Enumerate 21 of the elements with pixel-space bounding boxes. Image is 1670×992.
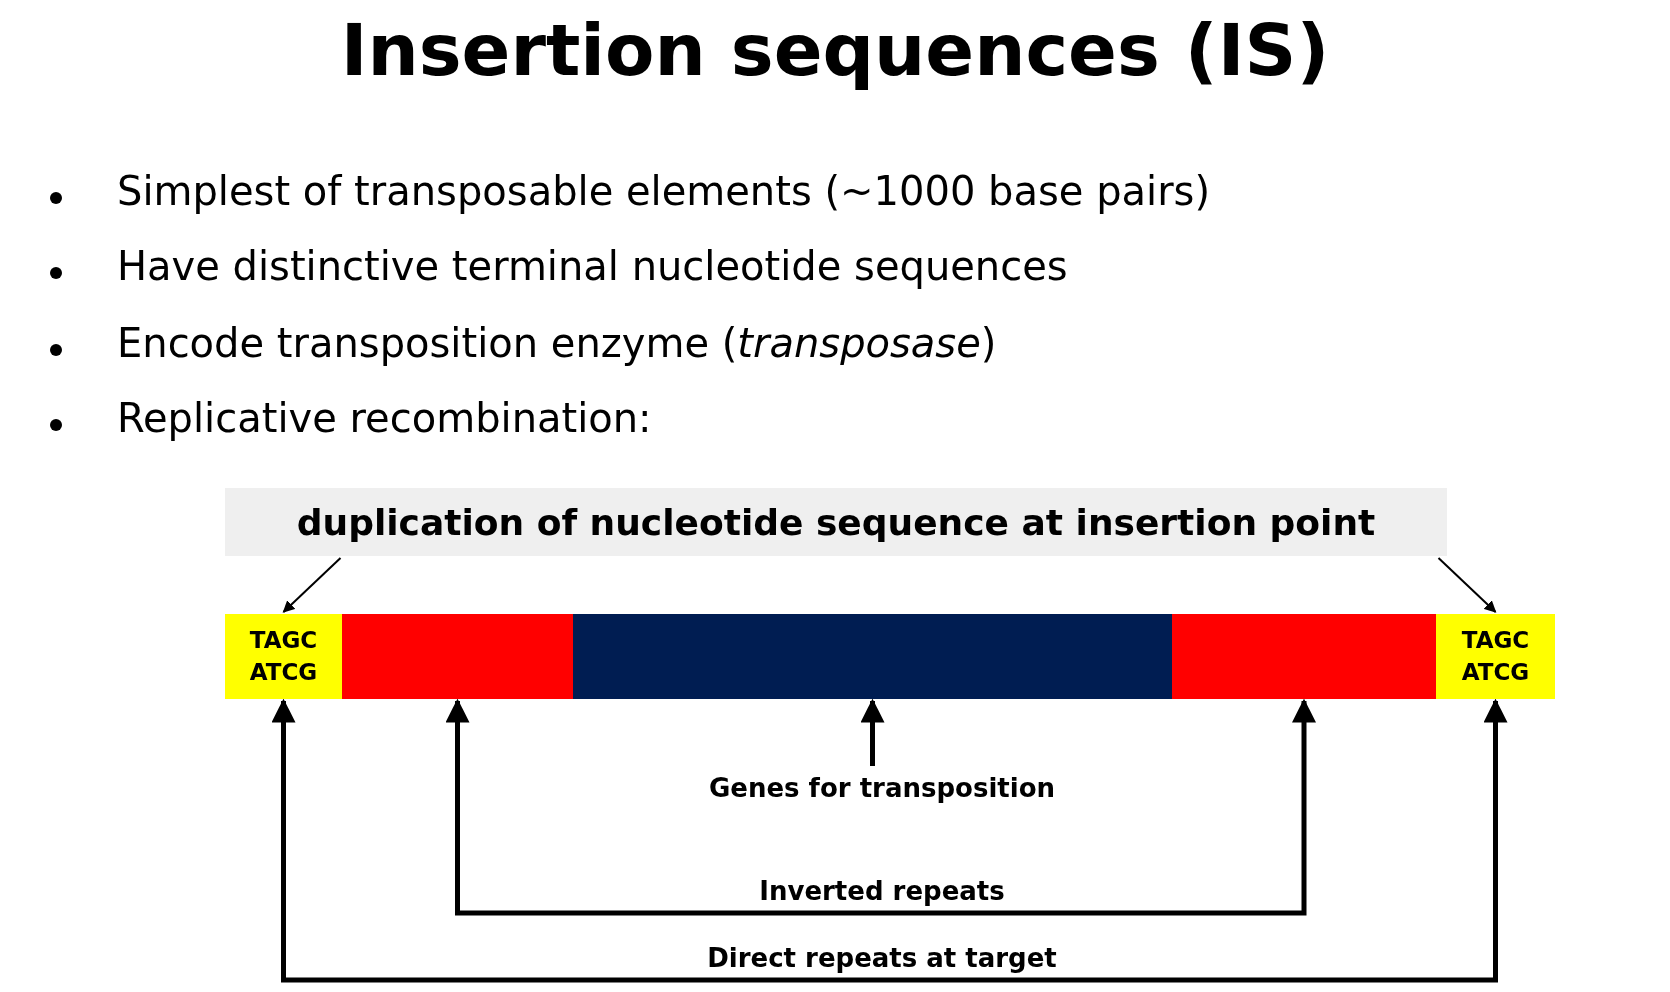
bullet-text: Encode transposition enzyme (transposase) (117, 320, 997, 366)
bullet-text: Replicative recombination: (117, 395, 652, 441)
callout-label: Direct repeats at target (640, 940, 1124, 976)
slide-title: Insertion sequences (IS) (339, 8, 1331, 92)
bracket-arrow (882, 698, 1508, 983)
transposase-gene-segment (573, 614, 1172, 699)
callout-label: Inverted repeats (640, 873, 1124, 909)
bracket-arrow (882, 698, 1316, 916)
sequence-block: TAGC ATCG (225, 614, 342, 699)
inverted-repeat-segment (1172, 614, 1436, 699)
bullet-text: Simplest of transposable elements (~1000 base pairs) (117, 168, 1211, 214)
arrow (1437, 557, 1497, 613)
arrow (282, 557, 342, 613)
bracket-arrow (271, 698, 882, 983)
bracket-arrow (445, 698, 882, 916)
arrow (860, 698, 885, 766)
callout-label: Genes for transposition (640, 768, 1124, 808)
inverted-repeat-segment (342, 614, 573, 699)
bullet-text: Have distinctive terminal nucleotide sequences (117, 243, 1068, 289)
banner-label: duplication of nucleotide sequence at insertion point (225, 488, 1447, 556)
sequence-block: TAGC ATCG (1436, 614, 1555, 699)
